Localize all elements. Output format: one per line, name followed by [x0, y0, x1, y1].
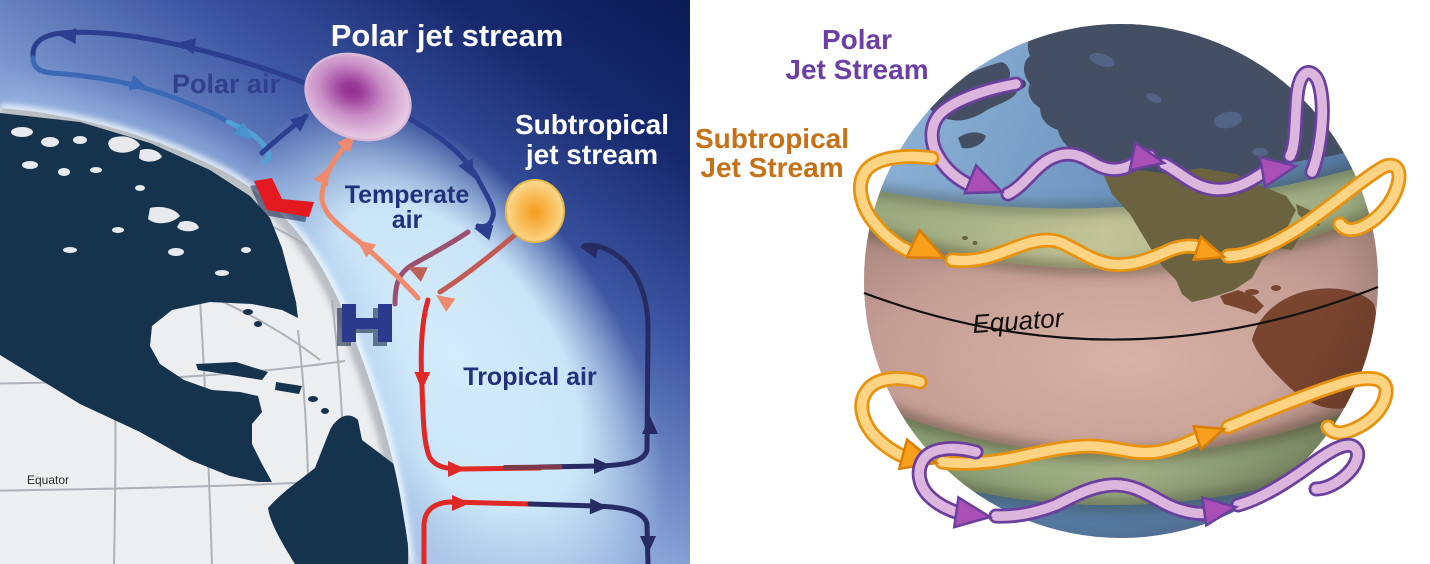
svg-text:air: air [392, 206, 423, 234]
svg-text:Equator: Equator [971, 303, 1065, 339]
svg-text:Polar: Polar [822, 24, 892, 55]
svg-text:Subtropical: Subtropical [515, 109, 669, 140]
svg-text:Jet Stream: Jet Stream [700, 152, 843, 183]
svg-text:Jet Stream: Jet Stream [785, 54, 928, 85]
svg-text:Subtropical: Subtropical [695, 123, 849, 154]
svg-text:jet stream: jet stream [525, 139, 658, 170]
svg-text:Tropical air: Tropical air [463, 363, 597, 391]
svg-text:Equator: Equator [27, 473, 69, 487]
svg-text:Temperate: Temperate [345, 181, 470, 209]
svg-text:Polar air: Polar air [172, 69, 281, 99]
svg-text:Polar jet stream: Polar jet stream [331, 18, 564, 53]
